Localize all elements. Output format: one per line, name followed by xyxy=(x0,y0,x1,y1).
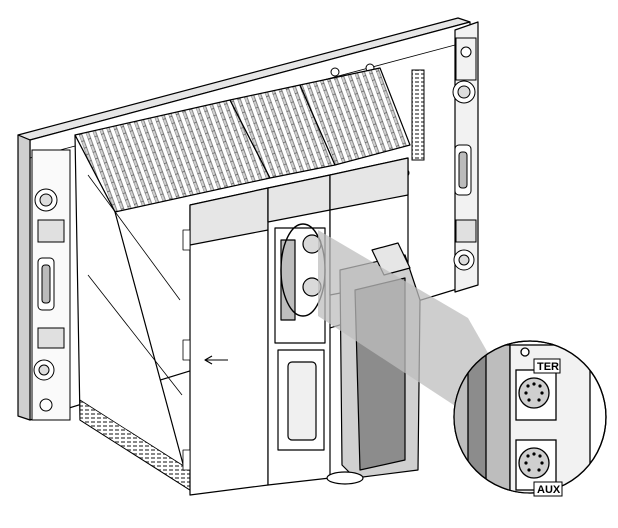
ter-port-label: TER xyxy=(537,361,559,373)
arrow-icon xyxy=(204,355,213,365)
right-end-plate xyxy=(452,37,477,271)
screw-icon xyxy=(39,398,53,412)
slot-connector xyxy=(411,69,425,161)
aux-port-label: AUX xyxy=(537,484,561,496)
screw-icon xyxy=(460,46,472,58)
screw-icon xyxy=(330,67,340,77)
left-end-plate xyxy=(31,149,71,421)
power-supply-module xyxy=(74,99,271,496)
led-indicator-icon xyxy=(520,347,530,357)
cpu-module xyxy=(229,84,336,486)
callout-magnifier xyxy=(453,340,607,494)
